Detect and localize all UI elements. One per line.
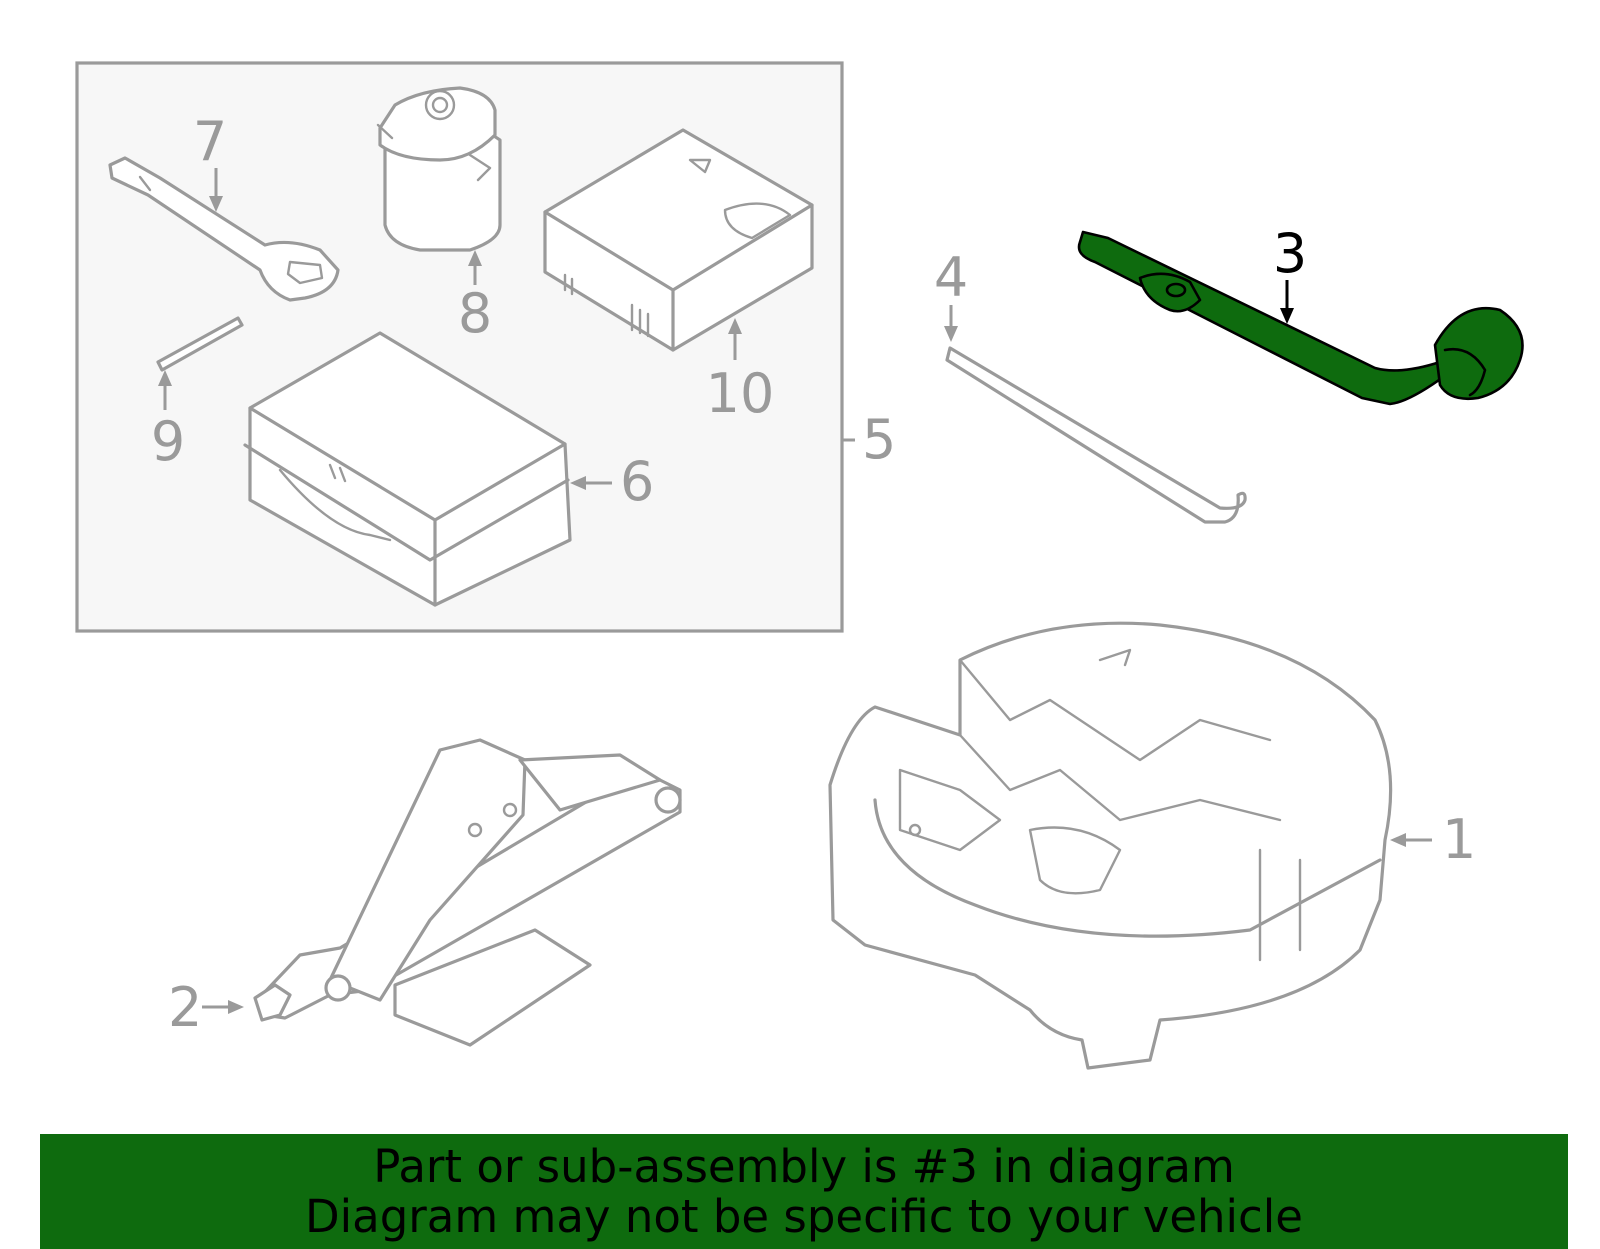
svg-text:9: 9 — [151, 410, 185, 473]
svg-text:5: 5 — [862, 408, 896, 471]
callout-2: 2 — [168, 976, 244, 1039]
callout-3: 3 — [1273, 222, 1307, 324]
svg-text:8: 8 — [458, 282, 492, 345]
banner-line-1: Part or sub-assembly is #3 in diagram — [373, 1139, 1235, 1193]
svg-text:4: 4 — [934, 246, 968, 309]
callout-9: 9 — [151, 370, 185, 473]
svg-text:6: 6 — [620, 450, 654, 513]
info-banner: Part or sub-assembly is #3 in diagram Di… — [40, 1134, 1568, 1249]
part-10-sealant-box[interactable] — [543, 128, 814, 352]
part-2-jack[interactable] — [253, 738, 682, 1047]
part-7-wrench[interactable] — [108, 156, 340, 302]
svg-text:2: 2 — [168, 976, 202, 1039]
callout-7: 7 — [193, 110, 227, 212]
callout-4: 4 — [934, 246, 968, 342]
part-9-pin[interactable] — [156, 316, 244, 372]
part-1-foam-tray[interactable] — [828, 621, 1393, 1070]
part-8-compressor[interactable] — [376, 86, 502, 252]
part-4-hook[interactable] — [945, 346, 1247, 524]
callout-5: 5 — [842, 408, 896, 471]
callout-1: 1 — [1390, 808, 1476, 871]
svg-text:3: 3 — [1273, 222, 1307, 285]
callout-10: 10 — [706, 318, 775, 425]
svg-text:7: 7 — [193, 110, 227, 173]
svg-text:1: 1 — [1442, 808, 1476, 871]
svg-text:10: 10 — [706, 362, 775, 425]
banner-line-2: Diagram may not be specific to your vehi… — [305, 1189, 1303, 1243]
callout-6: 6 — [570, 450, 654, 513]
callout-8: 8 — [458, 250, 492, 345]
part-3-jack-handle[interactable] — [1077, 230, 1524, 406]
part-6-case[interactable] — [243, 331, 572, 607]
